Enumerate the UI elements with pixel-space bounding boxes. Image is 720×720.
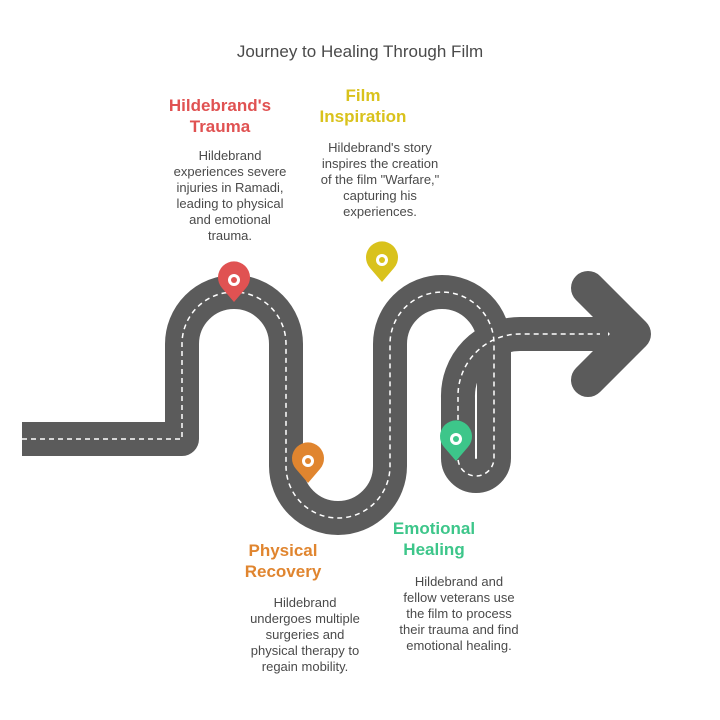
- inspiration-step-description: Hildebrand's story inspires the creation…: [320, 140, 440, 219]
- trauma-step-title: Hildebrand's Trauma: [168, 96, 272, 136]
- road-center-line: [22, 291, 600, 519]
- recovery-location-pin-icon: [291, 442, 324, 483]
- recovery-step-title: Physical Recovery: [244, 541, 322, 581]
- trauma-location-pin-icon: [218, 261, 250, 302]
- recovery-step-description: Hildebrand undergoes multiple surgeries …: [250, 595, 360, 674]
- inspiration-step-title: Film Inspiration: [319, 86, 407, 126]
- diagram-title: Journey to Healing Through Film: [236, 42, 484, 61]
- winding-road: [22, 275, 608, 535]
- road-arrowhead: [571, 271, 651, 397]
- healing-step-description: Hildebrand and fellow veterans use the f…: [399, 574, 519, 653]
- trauma-step-description: Hildebrand experiences severe injuries i…: [173, 148, 287, 243]
- healing-step-title: Emotional Healing: [392, 519, 476, 559]
- healing-location-pin-icon: [440, 420, 472, 461]
- inspiration-location-pin-icon: [365, 241, 398, 282]
